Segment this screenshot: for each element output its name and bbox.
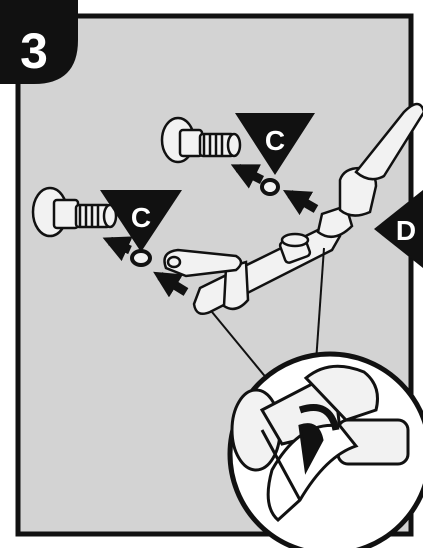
detail-magnifier	[230, 354, 423, 548]
callout-c-upper-label: C	[265, 125, 285, 156]
step-number: 3	[20, 23, 48, 79]
washer-upper	[262, 180, 278, 194]
step-badge: 3	[0, 0, 78, 84]
callout-d-label: D	[396, 215, 416, 246]
callout-c-lower-label: C	[131, 202, 151, 233]
washer-lower	[132, 251, 150, 265]
